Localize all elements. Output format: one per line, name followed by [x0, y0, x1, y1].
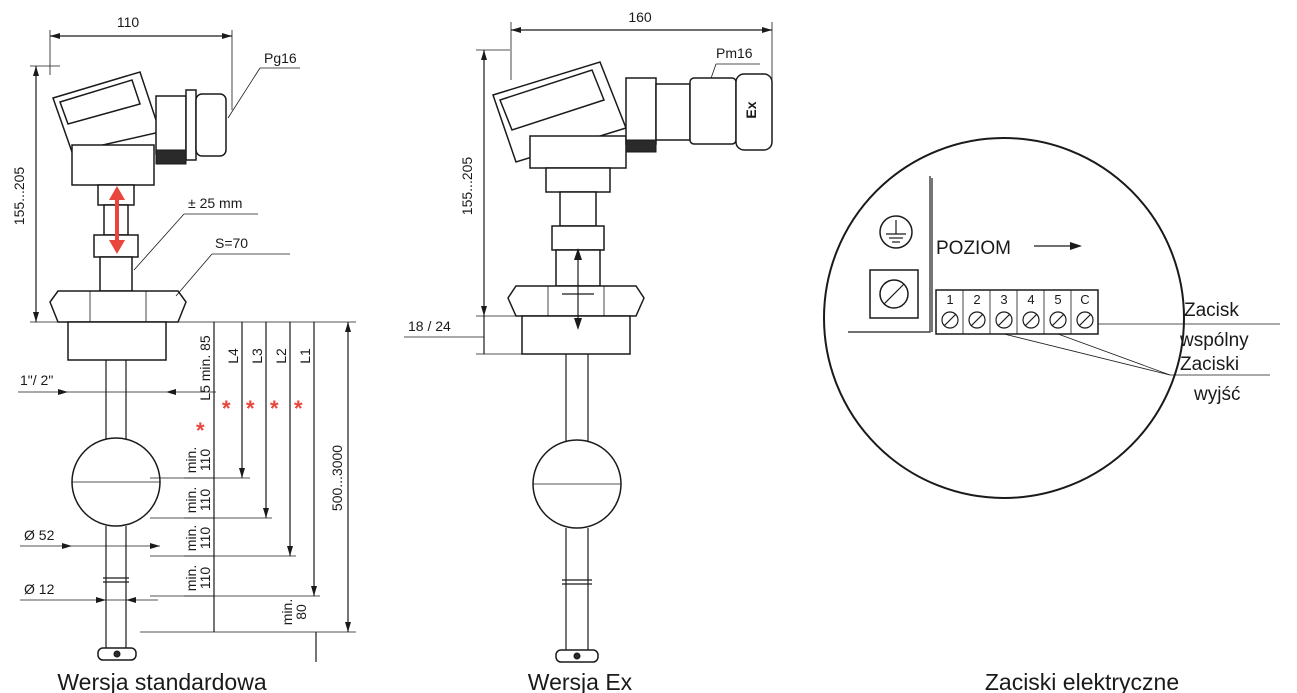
- terminal-screw-icon: [941, 311, 959, 329]
- terminal-strip: 1 2 3 4 5 C: [941, 290, 1094, 334]
- level-label: POZIOM: [936, 238, 1011, 259]
- thread-size-label: 1"/ 2": [20, 372, 53, 388]
- terminal-screw-icon: [1076, 311, 1094, 329]
- level-arrow-icon: [1070, 242, 1082, 250]
- ex-width-label: 160: [628, 9, 652, 25]
- ex-caption: Wersja Ex: [528, 669, 633, 693]
- terminal-number-4: 4: [1027, 292, 1034, 307]
- terminal-screw-icon: [1049, 311, 1067, 329]
- adjust-label: ± 25 mm: [188, 195, 242, 211]
- l5-label: L5 min. 85: [197, 335, 213, 401]
- ex-hex-nut: [507, 285, 645, 317]
- terminal-number-2: 2: [973, 292, 980, 307]
- min-label-4: min.: [183, 565, 199, 591]
- bottom-min-label: min.: [279, 599, 295, 625]
- standard-version-drawing: 110 Pg16: [11, 14, 356, 693]
- common-terminal-label-2: wspólny: [1179, 330, 1249, 351]
- l1-asterisk: *: [294, 396, 303, 421]
- l1-label: L1: [297, 348, 313, 364]
- flange-label: 18 / 24: [408, 318, 451, 334]
- terminal-number-c: C: [1080, 292, 1089, 307]
- ex-version-drawing: 160 Pm16 Ex: [404, 9, 773, 693]
- ex-thread-label: Pm16: [716, 45, 753, 61]
- wrench-label: S=70: [215, 235, 248, 251]
- l5-asterisk: *: [196, 418, 205, 443]
- ex-height-label: 155...205: [459, 157, 475, 216]
- l3-asterisk: *: [246, 396, 255, 421]
- min-label-1: min.: [183, 447, 199, 473]
- standard-thread-label: Pg16: [264, 50, 297, 66]
- terminal-number-1: 1: [946, 292, 953, 307]
- l2-asterisk: *: [270, 396, 279, 421]
- min-label-2: min.: [183, 487, 199, 513]
- spacing-value-4: 110: [197, 567, 213, 590]
- terminal-screw-icon: [1022, 311, 1040, 329]
- output-terminals-label-1: Zaciski: [1180, 354, 1239, 375]
- min-label-3: min.: [183, 525, 199, 551]
- terminal-screw-icon: [968, 311, 986, 329]
- ball-diameter-label: Ø 52: [24, 527, 55, 543]
- length-range-label: 500...3000: [329, 445, 345, 511]
- stem-diameter-label: Ø 12: [24, 581, 55, 597]
- spacing-value-3: 110: [197, 527, 213, 550]
- standard-width-label: 110: [117, 14, 140, 30]
- bottom-min-value: 80: [293, 604, 309, 620]
- terminal-number-3: 3: [1000, 292, 1007, 307]
- spacing-value-2: 110: [197, 489, 213, 512]
- standard-caption: Wersja standardowa: [57, 669, 266, 693]
- terminal-number-5: 5: [1054, 292, 1061, 307]
- terminals-caption: Zaciski elektryczne: [985, 669, 1179, 693]
- standard-height-label: 155...205: [11, 167, 27, 226]
- l4-label: L4: [225, 348, 241, 364]
- spacing-value-1: 110: [197, 449, 213, 472]
- terminals-drawing: POZIOM 1 2 3 4 5 C Zacisk: [823, 137, 1280, 693]
- l2-label: L2: [273, 348, 289, 364]
- standard-hex-nut: [49, 290, 187, 323]
- l3-label: L3: [249, 348, 265, 364]
- terminal-screw-icon: [995, 311, 1013, 329]
- output-terminals-label-2: wyjść: [1193, 384, 1240, 405]
- ex-mark: Ex: [743, 101, 759, 118]
- common-terminal-label-1: Zacisk: [1184, 300, 1239, 321]
- l4-asterisk: *: [222, 396, 231, 421]
